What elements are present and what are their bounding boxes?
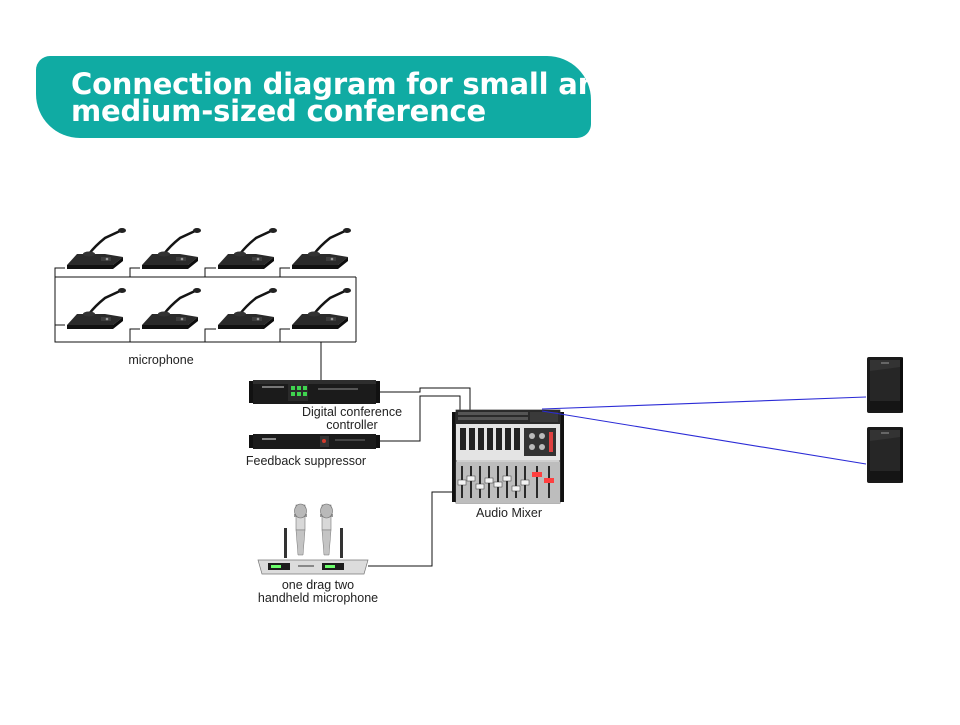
conference-microphone-icon: [140, 286, 203, 331]
rack-controller-icon: [249, 380, 380, 404]
speaker-cabinet-icon: [867, 427, 903, 483]
conference-microphone-icon: [140, 226, 203, 271]
diagram-title-line-2: medium-sized conference: [71, 94, 487, 128]
speaker-cabinet-icon: [867, 357, 903, 413]
controller-label-line-1: Digital conference: [302, 405, 402, 419]
controller-label-line-2: controller: [326, 418, 377, 432]
rack-suppressor-icon: [249, 434, 380, 449]
conference-microphone-icon: [65, 226, 128, 271]
conference-microphone-icon: [290, 286, 353, 331]
conference-microphone-icon: [216, 286, 279, 331]
audio-mixer-icon: [452, 409, 564, 504]
suppressor-label: Feedback suppressor: [246, 454, 366, 468]
cable-suppressor-to-mixer: [376, 395, 461, 442]
conference-microphone-icon: [65, 286, 128, 331]
conference-microphone-icon: [290, 226, 353, 271]
wireless-label-line-2: handheld microphone: [258, 591, 378, 605]
wireless-label-line-1: one drag two: [282, 578, 354, 592]
title-banner: Connection diagram for small and medium-…: [36, 56, 619, 138]
cable-wireless-to-mixer: [368, 491, 456, 567]
speaker-cable: [541, 396, 867, 465]
mixer-label: Audio Mixer: [476, 506, 542, 520]
microphone-bus-cable: [54, 267, 357, 380]
microphone-label: microphone: [128, 353, 193, 367]
cable-controller-to-mixer: [376, 387, 471, 413]
wireless-receiver-icon: [257, 503, 369, 575]
conference-microphone-icon: [216, 226, 279, 271]
diagram-title-line-1: Connection diagram for small and: [71, 67, 619, 101]
